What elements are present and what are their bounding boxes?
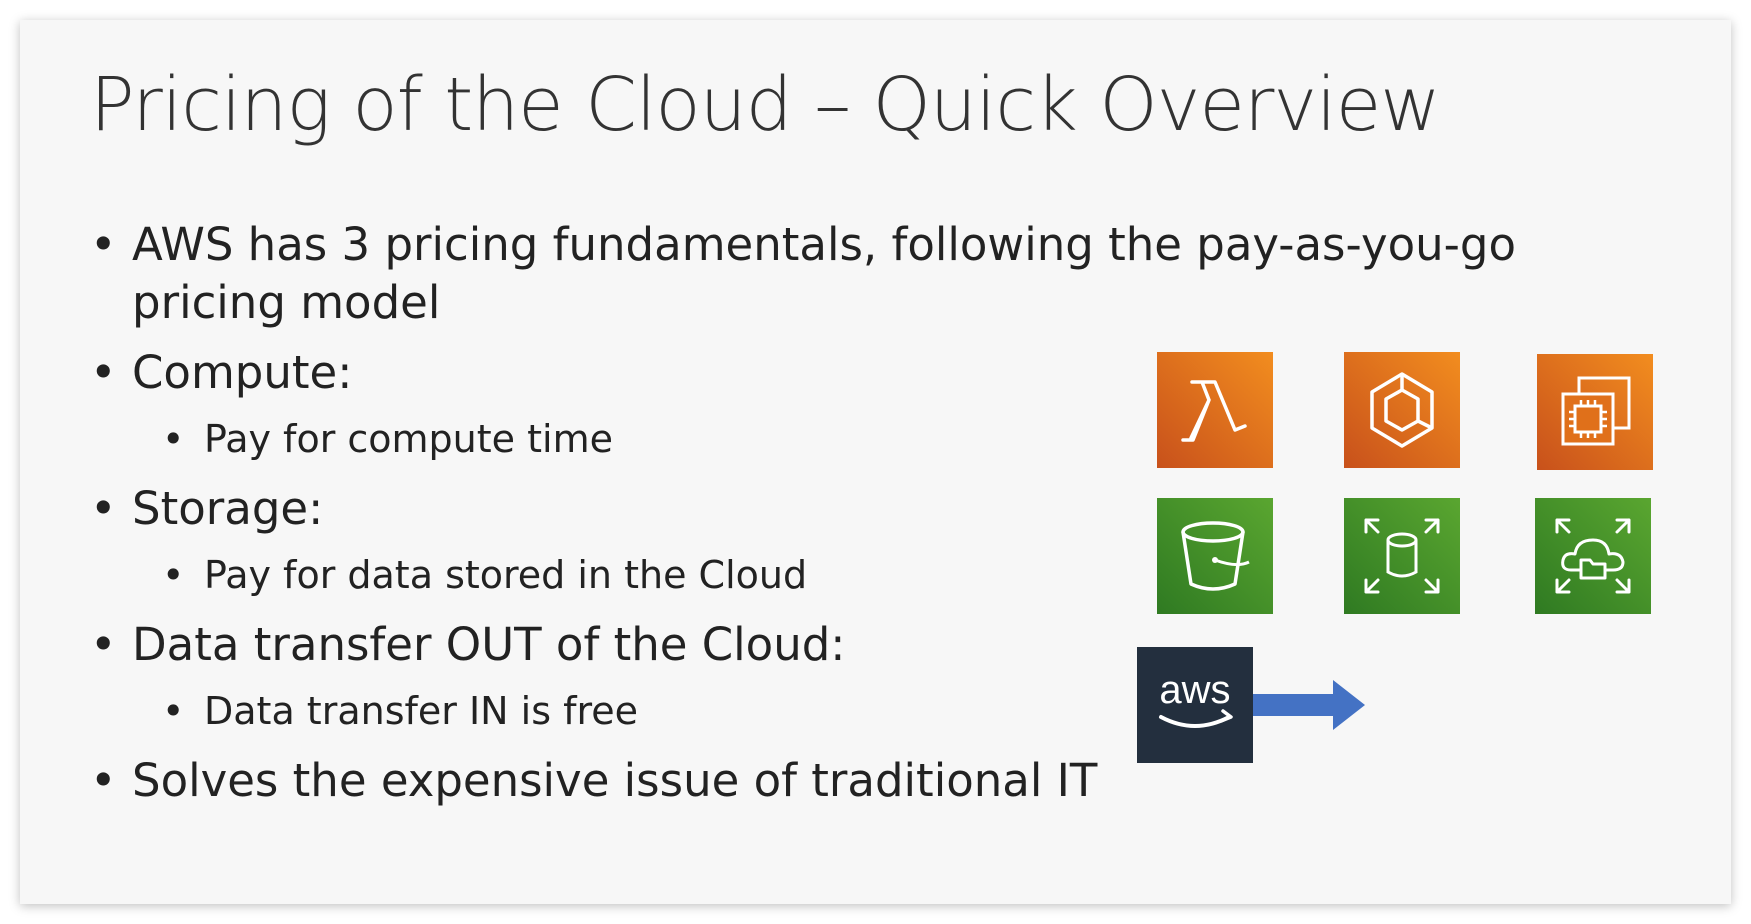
bullet-compute: • Compute:: [90, 344, 1650, 402]
sub-bullet-data-transfer-in: • Data transfer IN is free: [90, 686, 1650, 736]
bullet-dot: •: [90, 346, 117, 399]
lambda-icon: [1157, 352, 1273, 468]
bullet-text: Storage:: [132, 482, 324, 535]
bullet-dot: •: [162, 553, 185, 597]
aws-logo: aws: [1137, 647, 1253, 763]
bullet-text: Solves the expensive issue of traditiona…: [132, 754, 1098, 807]
ebs-elastic-volume-icon: [1344, 498, 1460, 614]
sub-bullet-compute-time: • Pay for compute time: [90, 414, 1650, 464]
aws-wordmark: aws: [1159, 668, 1230, 712]
bullet-text: Compute:: [132, 346, 353, 399]
bullet-data-transfer-out: • Data transfer OUT of the Cloud:: [90, 616, 1650, 674]
slide: Pricing of the Cloud – Quick Overview • …: [20, 20, 1731, 904]
bullet-text: Data transfer OUT of the Cloud:: [132, 618, 846, 671]
ecs-icon: [1344, 352, 1460, 468]
bullet-dot: •: [90, 218, 117, 271]
bullet-list: • AWS has 3 pricing fundamentals, follow…: [90, 216, 1650, 822]
sub-bullet-data-stored: • Pay for data stored in the Cloud: [90, 550, 1650, 600]
bullet-dot: •: [162, 689, 185, 733]
sub-bullet-text: Pay for compute time: [204, 417, 613, 461]
arrow-right-icon: [1253, 680, 1373, 734]
bullet-text: AWS has 3 pricing fundamentals, followin…: [132, 218, 1516, 329]
bullet-storage: • Storage:: [90, 480, 1650, 538]
bullet-dot: •: [90, 618, 117, 671]
sub-bullet-text: Pay for data stored in the Cloud: [204, 553, 808, 597]
bullet-dot: •: [162, 417, 185, 461]
slide-title: Pricing of the Cloud – Quick Overview: [90, 62, 1441, 148]
s3-bucket-icon: [1157, 498, 1273, 614]
sub-bullet-text: Data transfer IN is free: [204, 689, 639, 733]
bullet-traditional-it: • Solves the expensive issue of traditio…: [90, 752, 1650, 810]
ec2-icon: [1537, 354, 1653, 470]
bullet-dot: •: [90, 482, 117, 535]
efs-elastic-file-system-icon: [1535, 498, 1651, 614]
bullet-dot: •: [90, 754, 117, 807]
bullet-pricing-fundamentals: • AWS has 3 pricing fundamentals, follow…: [90, 216, 1650, 332]
